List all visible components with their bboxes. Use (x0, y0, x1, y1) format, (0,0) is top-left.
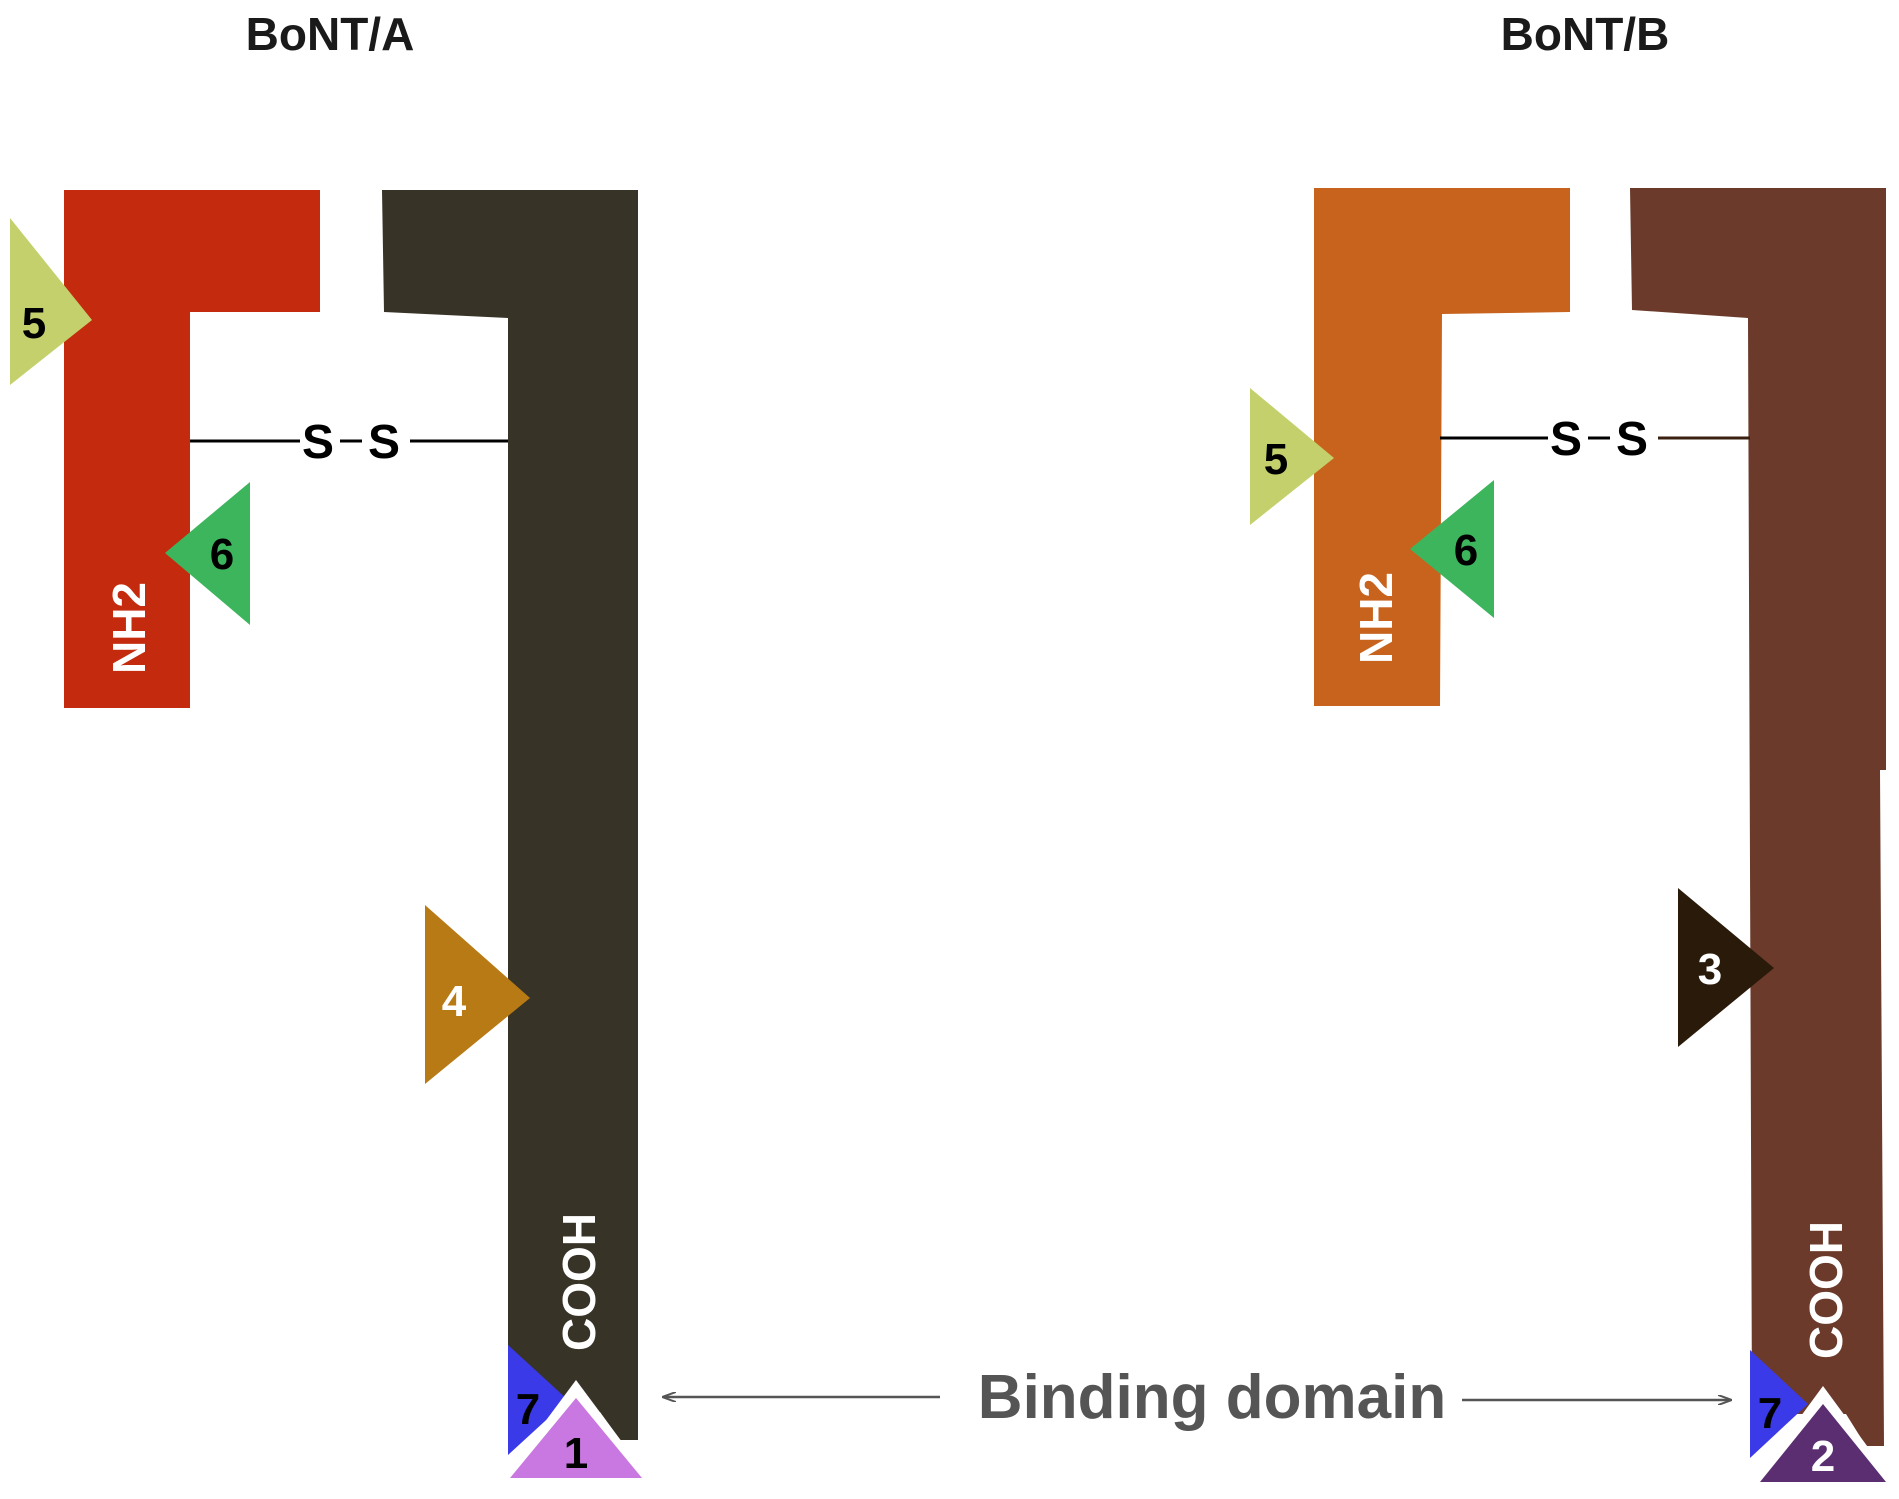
bont-b-marker-2-triangle (1760, 1404, 1886, 1482)
bont-a-marker-5-triangle (10, 218, 92, 385)
bont-b-marker-3-label: 3 (1698, 945, 1722, 994)
bont-b-title: BoNT/B (1501, 8, 1670, 60)
bont-b-marker-2-label: 2 (1811, 1432, 1835, 1481)
bont-a-marker-7-label: 7 (516, 1385, 540, 1434)
bont-b-light-chain (1314, 188, 1570, 706)
bont-a-marker-4-triangle (425, 905, 530, 1084)
bont-a-disulfide-s2: S (368, 416, 400, 469)
bont-b-marker-7-label: 7 (1758, 1389, 1782, 1438)
bont-a-marker-5-label: 5 (22, 299, 46, 348)
bont-b-cooh-label: COOH (1800, 1221, 1852, 1359)
binding-domain-label: Binding domain (978, 1363, 1446, 1432)
bont-a-light-chain (64, 190, 320, 708)
bont-a-nh2-label: NH2 (103, 582, 155, 674)
bont-b-heavy-chain (1630, 188, 1886, 1446)
bont-b-marker-5-triangle (1250, 388, 1334, 525)
bont-b-marker-6-label: 6 (1454, 526, 1478, 575)
bont-b-disulfide-s1: S (1550, 413, 1582, 466)
bont-a-cooh-label: COOH (553, 1213, 605, 1351)
bont-a-marker-6-label: 6 (210, 530, 234, 579)
bont-b-marker-6-triangle (1410, 480, 1494, 618)
bont-b-marker-7-triangle (1750, 1350, 1808, 1458)
bont-a-title: BoNT/A (246, 8, 415, 60)
bont-a-marker-7-triangle (508, 1345, 568, 1455)
bont-a-marker-6-triangle (165, 482, 250, 625)
bont-b-nh2-label: NH2 (1350, 572, 1402, 664)
bont-b-marker-5-label: 5 (1264, 435, 1288, 484)
bont-a-heavy-chain (382, 190, 638, 1440)
bont-a-disulfide-s1: S (302, 416, 334, 469)
bont-a-marker-1-label: 1 (564, 1429, 588, 1478)
bont-b-disulfide-s2: S (1616, 413, 1648, 466)
bont-a-marker-1-triangle (510, 1398, 642, 1478)
bont-a-marker-4-label: 4 (442, 977, 467, 1026)
bont-b-marker-3-triangle (1678, 888, 1774, 1047)
